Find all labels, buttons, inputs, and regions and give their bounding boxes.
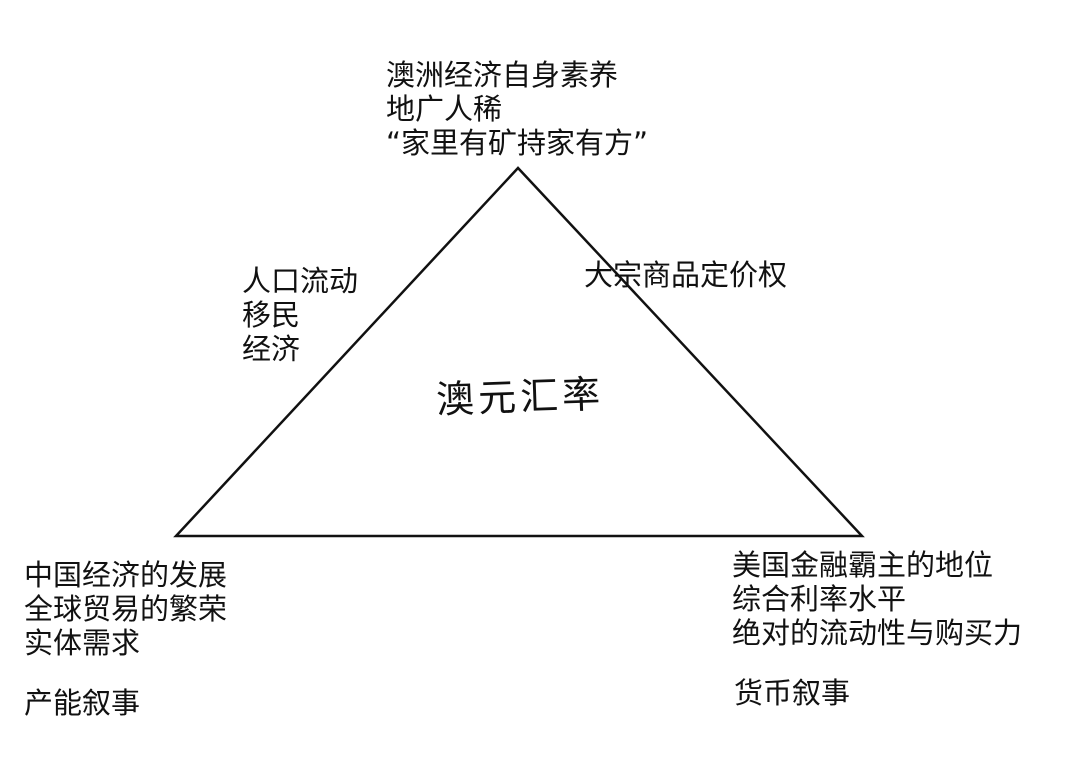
- bottom-right-note: 货币叙事: [734, 676, 851, 710]
- left-edge-line-3: 经济: [242, 332, 301, 366]
- bottom-left-line-3: 实体需求: [24, 626, 141, 660]
- bottom-right-line-3: 绝对的流动性与购买力: [732, 616, 1023, 650]
- left-edge-label: 人口流动 移民 经济: [242, 264, 358, 366]
- right-edge-line-1: 大宗商品定价权: [584, 258, 788, 292]
- bottom-right-label: 美国金融霸主的地位 综合利率水平 绝对的流动性与购买力: [732, 548, 1022, 650]
- bottom-left-note: 产能叙事: [24, 686, 141, 720]
- bottom-right-line-1: 美国金融霸主的地位: [732, 548, 994, 582]
- top-vertex-label: 澳洲经济自身素养 地广人稀 “家里有矿持家有方”: [386, 58, 648, 160]
- top-vertex-line-1: 澳洲经济自身素养: [386, 58, 619, 92]
- bottom-right-line-2: 综合利率水平: [732, 582, 907, 616]
- top-vertex-line-3: “家里有矿持家有方”: [386, 126, 649, 160]
- bottom-left-line-2: 全球贸易的繁荣: [24, 592, 228, 626]
- center-label: 澳元汇率: [435, 372, 605, 422]
- left-edge-line-2: 移民: [242, 298, 301, 332]
- triangle-shape: [173, 166, 865, 538]
- left-edge-line-1: 人口流动: [242, 264, 359, 298]
- right-edge-label: 大宗商品定价权: [584, 258, 787, 292]
- top-vertex-line-2: 地广人稀: [386, 92, 503, 126]
- bottom-left-label: 中国经济的发展 全球贸易的繁荣 实体需求: [24, 558, 227, 660]
- bottom-left-line-1: 中国经济的发展: [24, 558, 228, 592]
